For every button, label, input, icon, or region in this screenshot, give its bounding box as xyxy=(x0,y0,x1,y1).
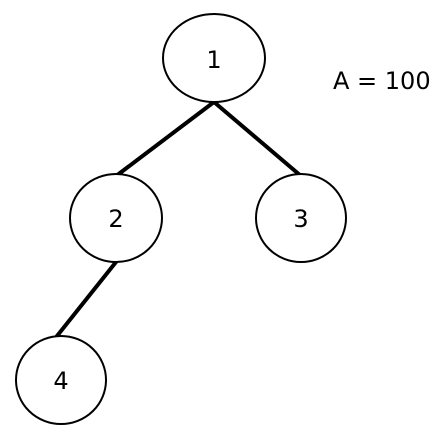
edge-1-2 xyxy=(114,100,216,178)
node-1-circle xyxy=(162,13,266,103)
node-4: 4 xyxy=(15,335,107,425)
node-4-label: 4 xyxy=(53,367,68,395)
node-1: 1 xyxy=(162,13,266,103)
edge-2-4 xyxy=(55,260,118,338)
node-3-label: 3 xyxy=(293,205,308,233)
node-2-circle xyxy=(69,173,163,263)
node-3-circle xyxy=(255,173,347,263)
node-2-label: 2 xyxy=(108,205,123,233)
node-4-circle xyxy=(15,335,107,425)
edge-1-3 xyxy=(212,100,303,178)
node-2: 2 xyxy=(69,173,163,263)
node-3: 3 xyxy=(255,173,347,263)
annotation-text: A = 100 xyxy=(333,67,431,95)
node-1-label: 1 xyxy=(206,46,221,74)
